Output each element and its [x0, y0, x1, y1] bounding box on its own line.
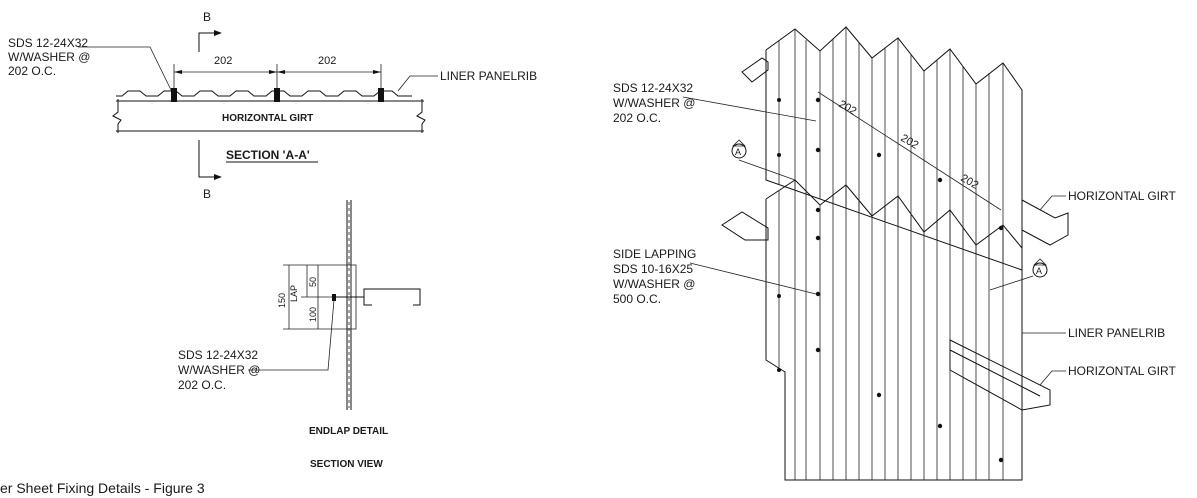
iso-dim-3: 202: [959, 172, 981, 192]
lower-girt-left-stub: [721, 211, 769, 241]
fastener-leader-line: [78, 46, 173, 93]
dim-150: 150: [277, 293, 287, 308]
iso-dimension-line: [817, 91, 1002, 211]
svg-text:A: A: [1036, 266, 1042, 276]
break-line-right: [416, 99, 426, 133]
upper-panel-outline: [765, 50, 1023, 271]
section-cut-bottom: [198, 140, 214, 178]
section-marker-lower: A: [989, 258, 1048, 291]
endlap-detail: 150 LAP 50 100 SDS 12-24X32 W/WASHER @ 2…: [178, 200, 421, 470]
dim-100: 100: [308, 307, 318, 322]
upper-girt-left-stub: [741, 57, 769, 83]
dimension-202-left: 202: [214, 55, 232, 67]
fastener-head: [332, 294, 336, 301]
figure-caption: er Sheet Fixing Details - Figure 3: [0, 480, 205, 496]
section-mark-top: B: [203, 10, 211, 24]
lower-girt-flange: [949, 349, 1041, 397]
dim-arrow: [277, 70, 285, 74]
endlap-fastener-line1: SDS 12-24X32: [178, 348, 258, 362]
lower-screws: [777, 235, 1004, 463]
fastener-label-line1: SDS 12-24X32: [8, 36, 88, 50]
fastener-label-line2: W/WASHER @: [8, 50, 90, 64]
girt-lower-label: HORIZONTAL GIRT: [1068, 364, 1176, 378]
side-lap-line3: W/WASHER @: [613, 277, 695, 291]
section-title: SECTION 'A-A': [226, 148, 310, 162]
endlap-title: ENDLAP DETAIL: [309, 426, 388, 437]
iso-panel-label: LINER PANELRIB: [1068, 326, 1165, 340]
fastener-bolts: [171, 88, 384, 102]
upper-panel-top-profile: [765, 26, 1023, 200]
girt-c-profile: [363, 288, 421, 306]
side-lap-line2: SDS 10-16X25: [613, 262, 693, 276]
dim-arrow: [269, 70, 277, 74]
girt-upper-leader: [1039, 195, 1066, 211]
iso-fastener-line3: 202 O.C.: [613, 111, 661, 125]
iso-fastener-leader: [682, 96, 817, 122]
lower-panel-top-profile: [765, 179, 1023, 249]
lower-panel-outline: [765, 199, 1023, 481]
endlap-leader: [248, 299, 335, 371]
dimension-202-right: 202: [318, 55, 336, 67]
side-lap-line1: SIDE LAPPING: [613, 247, 696, 261]
section-mark-bottom: B: [203, 187, 211, 201]
upper-screws: [777, 97, 1004, 231]
bolt: [378, 88, 384, 102]
dim-lap: LAP: [289, 285, 299, 302]
endlap-fastener-line2: W/WASHER @: [178, 363, 260, 377]
side-lap-line4: 500 O.C.: [613, 292, 661, 306]
girt-label: HORIZONTAL GIRT: [222, 113, 313, 124]
iso-fastener-line2: W/WASHER @: [613, 96, 695, 110]
upper-girt-right: [1021, 199, 1069, 246]
iso-dim-1: 202: [837, 98, 859, 118]
svg-text:A: A: [735, 147, 741, 157]
dim-arrow: [174, 70, 182, 74]
iso-fastener-line1: SDS 12-24X32: [613, 81, 693, 95]
endlap-fastener-line3: 202 O.C.: [178, 378, 226, 392]
side-lap-leader: [689, 262, 817, 295]
panel-leader-line: [397, 75, 438, 92]
section-arrow-top: [214, 30, 222, 36]
bolt: [171, 88, 177, 102]
break-line-left: [112, 99, 122, 133]
section-arrow-bottom: [214, 174, 222, 180]
upper-panel-ribs: [778, 27, 1004, 263]
girt-upper-label: HORIZONTAL GIRT: [1068, 189, 1176, 203]
endlap-subtitle: SECTION VIEW: [310, 459, 383, 470]
lower-girt-right: [949, 339, 1051, 411]
section-marker-upper: A: [731, 139, 796, 181]
lower-panel-ribs: [778, 180, 1004, 480]
dim-arrow: [373, 70, 381, 74]
fastener-label-line3: 202 O.C.: [8, 64, 56, 78]
iso-dim-2: 202: [899, 132, 921, 152]
section-cut-top: [198, 32, 214, 52]
section-aa-detail: SDS 12-24X32 W/WASHER @ 202 O.C. B 202 2…: [8, 10, 537, 201]
panel-label: LINER PANELRIB: [440, 69, 537, 83]
bolt: [274, 88, 280, 102]
liner-panel-profile: [116, 90, 412, 97]
isometric-view: 202 202 202 SDS 12-24X32 W/WASHER @ 202 …: [613, 26, 1176, 481]
dim-50: 50: [308, 277, 318, 287]
girt-lower-leader: [1039, 370, 1066, 386]
